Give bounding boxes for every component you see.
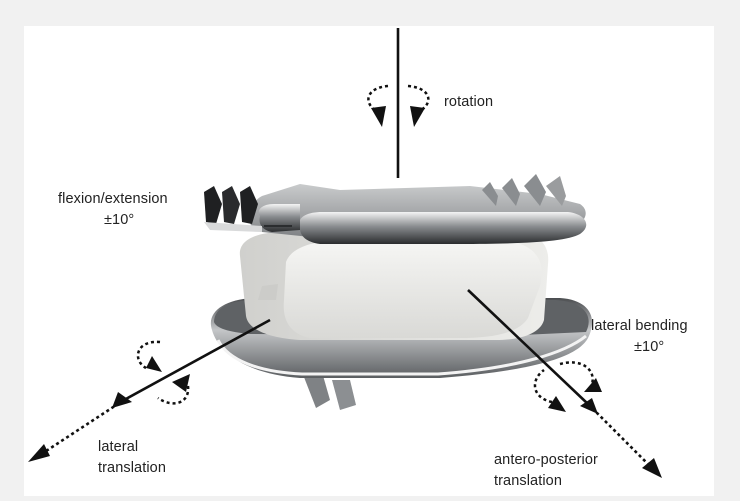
label-lateral-translation-2: translation — [98, 460, 166, 476]
right-axis-rotation-arrows — [533, 361, 594, 404]
label-ap-translation-2: translation — [494, 473, 562, 489]
left-axis-rotation-arrows — [136, 340, 190, 405]
label-flexion-range: ±10° — [104, 212, 135, 228]
rotation-arrowhead-right — [410, 106, 425, 127]
left-arrowhead-1 — [146, 356, 162, 372]
right-arrowhead-1 — [584, 378, 602, 392]
upper-endplate — [248, 184, 587, 244]
label-lateral-bending: lateral bending — [591, 318, 688, 334]
label-lateral-bending-range: ±10° — [634, 339, 665, 355]
lower-keel — [302, 372, 356, 410]
label-flexion-extension: flexion/extension — [58, 191, 168, 207]
polymer-core — [239, 232, 549, 340]
rotation-arrowhead-left — [371, 106, 386, 127]
upper-teeth-right — [482, 174, 566, 206]
right-arrowhead-2 — [548, 396, 566, 412]
label-ap-translation-1: antero-posterior — [494, 452, 598, 468]
label-lateral-translation-1: lateral — [98, 439, 139, 455]
upper-teeth-left — [204, 186, 262, 232]
left-arrowhead-2 — [172, 374, 190, 392]
ap-translation-axis — [467, 289, 662, 478]
label-rotation: rotation — [444, 94, 494, 110]
lateral-translation-axis — [28, 318, 271, 462]
